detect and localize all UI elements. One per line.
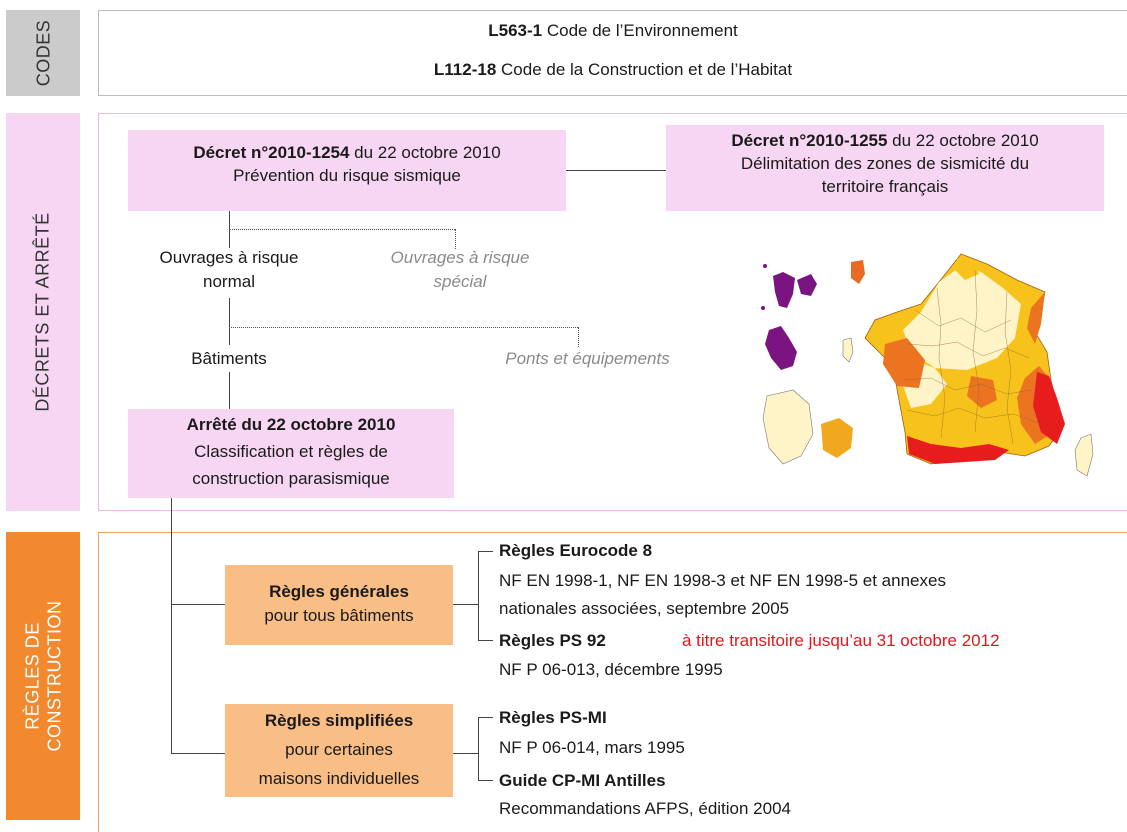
metropole-map: [864, 253, 1065, 465]
connector-decrets: [566, 170, 666, 171]
corse-map: [1074, 433, 1094, 477]
ps92-line1: NF P 06-013, décembre 1995: [499, 660, 723, 679]
dotted-ponts: [229, 327, 578, 328]
decret-1255-box: Décret n°2010-1255 du 22 octobre 2010 Dé…: [666, 125, 1104, 211]
code-construction: L112-18 Code de la Construction et de l’…: [433, 60, 793, 79]
eurocode-line1: NF EN 1998-1, NF EN 1998-3 et NF EN 1998…: [499, 571, 946, 590]
connector-simplifiees: [171, 753, 225, 754]
decrets-frame: [98, 113, 1127, 511]
bracket-ps92: [478, 640, 493, 641]
ouvrages-normal-label: Ouvrages à risque normal: [159, 248, 299, 291]
guadeloupe-map: [761, 264, 817, 310]
arrete-to-regles-line: [171, 498, 172, 754]
section-label-decrets: DÉCRETS ET ARRÊTÉ: [6, 113, 80, 511]
reunion-map: [821, 418, 853, 458]
dotted-ouvrages-special: [229, 229, 455, 230]
dotted-ouvrages-special-drop: [455, 229, 456, 249]
code-environnement: L563-1 Code de l’Environnement: [488, 21, 738, 40]
ps92-transitoire-note: à titre transitoire jusqu’au 31 octobre …: [682, 631, 1000, 650]
ouvrages-special-label: Ouvrages à risque spécial: [390, 248, 530, 291]
psmi-title: Règles PS-MI: [499, 708, 607, 727]
mayotte-map: [842, 337, 854, 363]
guyane-map: [762, 389, 814, 465]
ponts-label: Ponts et équipements: [505, 349, 670, 368]
ps92-title: Règles PS 92: [499, 631, 606, 650]
bracket-simplifiees-stub: [453, 753, 479, 754]
seismic-zone-map: [761, 253, 1094, 477]
eurocode-title: Règles Eurocode 8: [499, 541, 653, 560]
cpmi-title: Guide CP-MI Antilles: [499, 771, 666, 790]
connector-generales: [171, 604, 225, 605]
bracket-eurocode: [478, 551, 493, 552]
psmi-line1: NF P 06-014, mars 1995: [499, 738, 685, 757]
bracket-generales-vertical: [478, 551, 479, 640]
tree-line-3: [229, 372, 230, 409]
bracket-cpmi: [478, 780, 493, 781]
batiments-label: Bâtiments: [191, 349, 267, 368]
spm-map: [851, 260, 865, 284]
section-label-regles: RÈGLES DE CONSTRUCTION: [6, 532, 80, 820]
regles-frame: [98, 532, 1127, 832]
regles-simplifiees-box: Règles simplifiées pour certaines maison…: [225, 704, 453, 797]
eurocode-line2: nationales associées, septembre 2005: [499, 599, 790, 618]
codes-frame: [98, 10, 1127, 96]
decret-1254-box: Décret n°2010-1254 du 22 octobre 2010 Pr…: [128, 130, 566, 211]
arrete-box: Arrêté du 22 octobre 2010 Classification…: [128, 409, 454, 498]
cpmi-line1: Recommandations AFPS, édition 2004: [499, 799, 792, 818]
regles-generales-box: Règles générales pour tous bâtiments: [225, 565, 453, 645]
dotted-ponts-drop: [578, 327, 579, 347]
bracket-simplifiees-vertical: [478, 717, 479, 781]
tree-line-2: [229, 298, 230, 345]
martinique-map: [765, 326, 797, 370]
bracket-generales-stub: [453, 604, 479, 605]
section-label-regles-text: RÈGLES DE CONSTRUCTION: [22, 600, 64, 752]
section-label-codes: CODES: [6, 10, 80, 96]
bracket-psmi: [478, 717, 493, 718]
